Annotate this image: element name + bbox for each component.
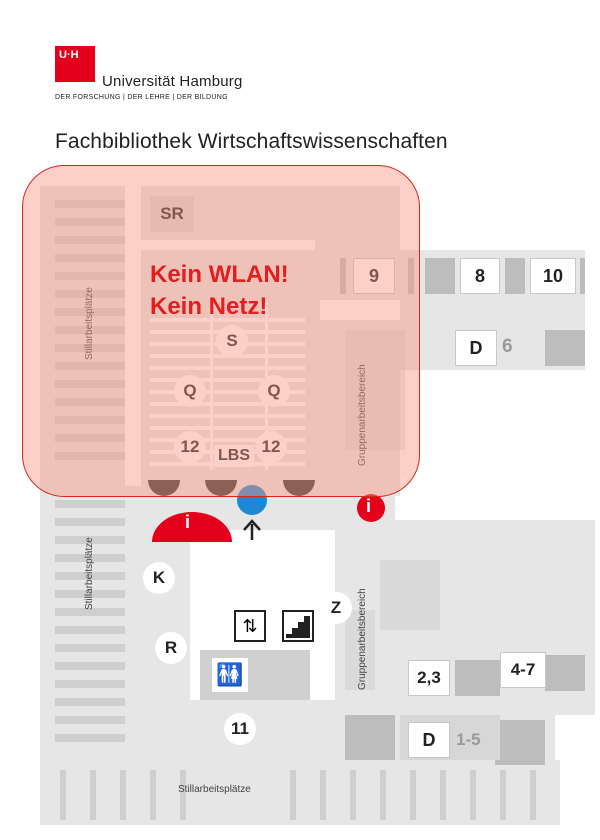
room-d-lower-number: 1-5 [456, 730, 481, 749]
university-motto: DER FORSCHUNG | DER LEHRE | DER BILDUNG [55, 94, 228, 101]
room-8: 8 [460, 258, 500, 294]
elevator-icon: ⇅ [234, 610, 266, 642]
room-10: 10 [530, 258, 576, 294]
info-icon: i [366, 496, 372, 516]
room-12-right: 12 [255, 431, 287, 463]
you-are-here-marker [237, 485, 267, 515]
room-9: 9 [353, 258, 395, 294]
desk-semicircles [148, 480, 315, 496]
room-sr: SR [150, 196, 194, 232]
room-d-upper-number: 6 [502, 336, 513, 357]
room-q-left: Q [174, 375, 206, 407]
stairs-icon [282, 610, 314, 642]
logo-text: U·H [59, 49, 79, 61]
university-name: Universität Hamburg [102, 73, 243, 90]
room-d-upper: D [455, 330, 497, 366]
page-title: Fachbibliothek Wirtschaftswissenschaften [55, 130, 448, 153]
area-still-bottom: Stillarbeitsplätze [178, 784, 251, 795]
area-still-mid: Stillarbeitsplätze [84, 537, 95, 610]
no-wifi-zone-overlay [22, 165, 420, 497]
info-marker-shape [152, 512, 232, 542]
info-icon: i [185, 512, 191, 532]
room-4-7: 4-7 [500, 652, 546, 688]
room-12-left: 12 [174, 431, 206, 463]
room-2-3: 2,3 [408, 660, 450, 696]
room-z: Z [320, 592, 352, 624]
room-d-lower: D [408, 722, 450, 758]
room-q-right: Q [258, 375, 290, 407]
area-group-bottom: Gruppenarbeitsbereich [357, 588, 368, 690]
warning-line-2: Kein Netz! [150, 293, 268, 320]
toilet-icon: 🚻 [212, 658, 248, 692]
warning-line-1: Kein WLAN! [150, 261, 289, 288]
no-wifi-warning: Kein WLAN! Kein Netz! [150, 259, 289, 323]
room-r: R [155, 632, 187, 664]
room-11: 11 [224, 713, 256, 745]
room-s: S [216, 325, 248, 357]
room-lbs: LBS [214, 445, 254, 467]
room-k: K [143, 562, 175, 594]
uhh-logo: U·H [55, 46, 95, 82]
